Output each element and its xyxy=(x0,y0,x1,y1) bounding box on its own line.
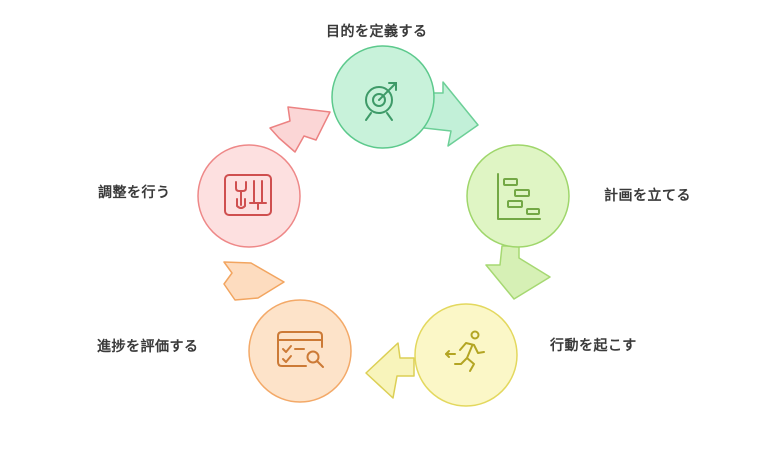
step-define-purpose xyxy=(331,45,435,149)
step-label-take-action: 行動を起こす xyxy=(550,338,637,354)
running-person-icon xyxy=(445,330,485,372)
step-label-make-plan: 計画を立てる xyxy=(604,188,691,204)
document-search-icon xyxy=(277,331,324,368)
arrow-define-to-plan xyxy=(423,81,479,147)
step-evaluate-progress xyxy=(248,299,352,403)
arrow-adjust-to-define xyxy=(269,106,331,153)
arrow-evaluate-to-adjust xyxy=(223,261,285,301)
target-icon xyxy=(365,82,397,121)
gantt-chart-icon xyxy=(497,173,541,220)
step-label-make-adjustments: 調整を行う xyxy=(98,185,171,201)
step-label-define-purpose: 目的を定義する xyxy=(326,24,428,40)
tools-icon xyxy=(224,174,272,216)
arrow-act-to-evaluate xyxy=(365,342,415,399)
step-label-evaluate-progress: 進捗を評価する xyxy=(97,339,199,355)
step-make-adjustments xyxy=(197,144,301,248)
step-make-plan xyxy=(466,144,570,248)
step-take-action xyxy=(414,303,518,407)
arrow-plan-to-act xyxy=(485,245,551,300)
